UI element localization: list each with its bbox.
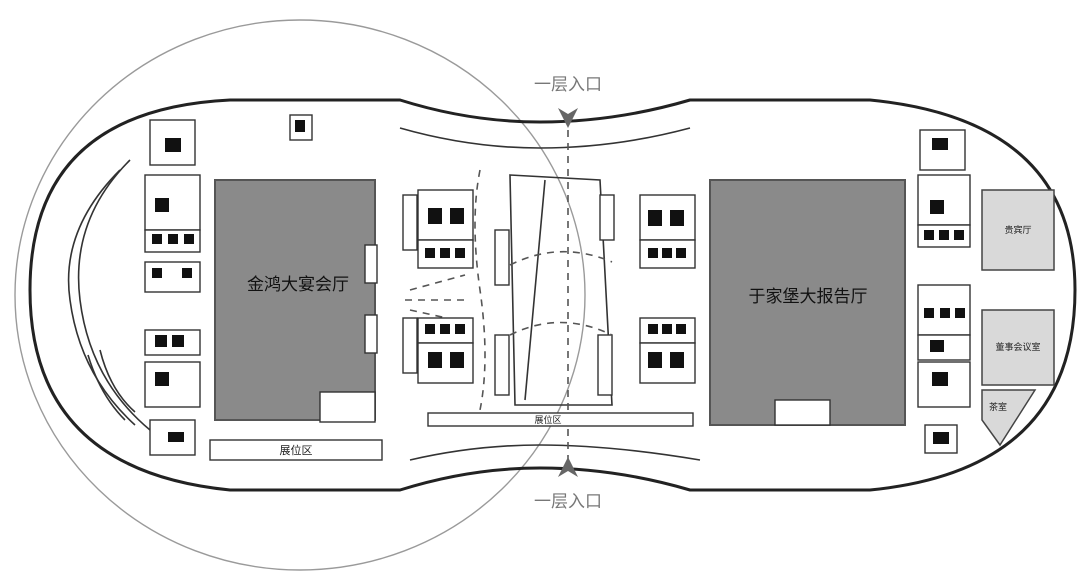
left-hall-annex xyxy=(319,391,376,423)
board-room-label: 董事会议室 xyxy=(995,341,1040,353)
corridor-top xyxy=(399,127,691,149)
left-exhibit-area[interactable] xyxy=(209,439,383,461)
highlight-circle xyxy=(14,19,586,571)
corridor-bottom xyxy=(409,444,701,461)
entrance-top-label: 一层入口 xyxy=(534,75,602,95)
right-hall-label: 于家堡大报告厅 xyxy=(749,287,868,307)
board-room[interactable] xyxy=(981,309,1055,386)
center-exhibit-area[interactable] xyxy=(427,412,694,427)
left-curved-stair xyxy=(87,349,136,421)
left-service-rooms xyxy=(144,114,313,456)
right-hall-annex xyxy=(774,399,831,426)
building-outline xyxy=(28,98,1077,492)
left-exhibit-label: 展位区 xyxy=(280,443,313,457)
guest-room-label: 贵宾厅 xyxy=(1004,224,1031,236)
right-report-hall[interactable] xyxy=(709,179,906,426)
service-room-label: 茶室 xyxy=(989,401,1007,413)
left-hall-door-2 xyxy=(364,314,378,354)
entrance-bottom-label: 一层入口 xyxy=(534,492,602,512)
center-core-rooms xyxy=(402,189,696,384)
inner-arc-left xyxy=(77,159,151,431)
right-service-rooms xyxy=(917,129,971,454)
left-hall-door-1 xyxy=(364,244,378,284)
inner-arc-left-2 xyxy=(67,169,136,426)
center-exhibit-label: 展位区 xyxy=(534,414,561,426)
guest-room[interactable] xyxy=(981,189,1055,271)
center-lobby xyxy=(405,130,615,470)
left-banquet-hall[interactable] xyxy=(214,179,376,421)
left-hall-label: 金鸿大宴会厅 xyxy=(247,275,349,295)
entrance-bottom-arrow-icon xyxy=(558,457,578,477)
service-room[interactable] xyxy=(981,389,1037,447)
entrance-top-arrow-icon xyxy=(558,108,578,128)
